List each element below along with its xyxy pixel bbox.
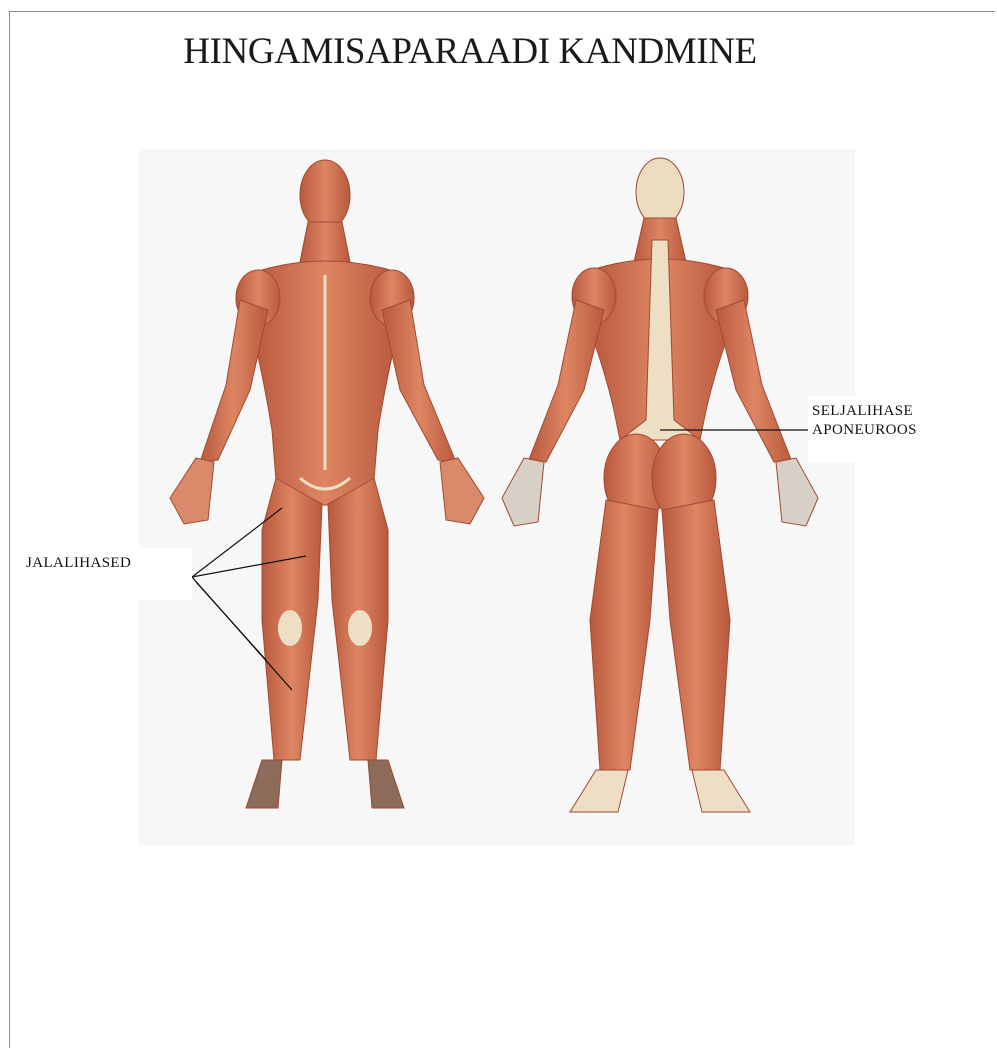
front-muscle-figure (170, 160, 484, 808)
label-back-line2: APONEUROOS (812, 421, 958, 440)
label-back-line1: SELJALIHASE (812, 402, 958, 421)
back-muscle-figure (502, 158, 818, 812)
label-leg-muscles: JALALIHASED (22, 548, 192, 600)
label-back-aponeurosis: SELJALIHASE APONEUROOS (808, 396, 958, 462)
